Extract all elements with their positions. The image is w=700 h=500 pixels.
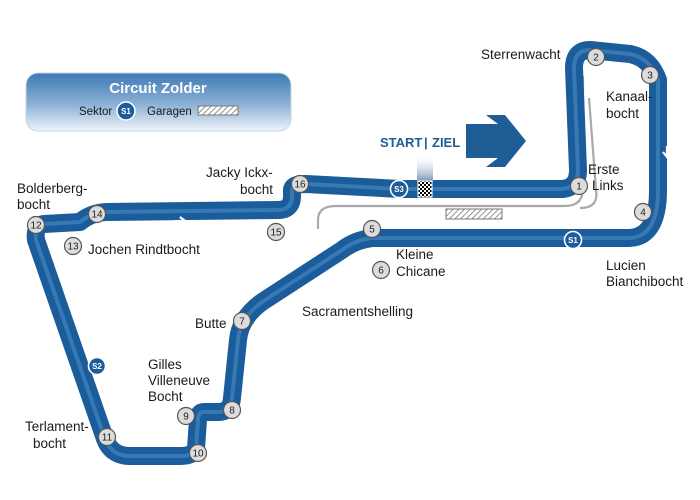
corner-number: 3: [647, 71, 653, 82]
legend-sector-label: Sektor: [79, 106, 112, 118]
corner-number: 4: [640, 208, 646, 219]
label-gilles-1: Gilles: [148, 357, 182, 372]
legend-box: Circuit Zolder Sektor S1 Garagen: [25, 72, 292, 132]
corner-number: 5: [369, 225, 375, 236]
corner-marker-3: 3: [640, 65, 660, 85]
corner-marker-15: 15: [266, 222, 286, 242]
direction-arrow-icon: [310, 285, 322, 294]
sector-badge-s2: S2: [87, 356, 107, 376]
label-bolderberg-2: bocht: [17, 197, 50, 212]
corner-number: 6: [378, 266, 384, 277]
label-jacky-ickx-1: Jacky Ickx-: [206, 165, 273, 180]
corner-number: 11: [102, 433, 113, 444]
svg-text:S1: S1: [121, 107, 131, 116]
label-bolderberg-1: Bolderberg-: [17, 181, 88, 196]
direction-arrow-icon: [662, 146, 672, 159]
corner-number: 10: [192, 449, 204, 460]
corner-marker-16: 16: [290, 174, 310, 194]
label-kanaalbocht-1: Kanaal-: [606, 89, 653, 104]
legend-garages-label: Garagen: [147, 106, 192, 118]
checkered-flag-icon: [417, 180, 433, 198]
corner-number: 9: [183, 412, 189, 423]
corner-marker-2: 2: [586, 47, 606, 67]
corner-number: 13: [67, 242, 79, 253]
corner-marker-4: 4: [633, 202, 653, 222]
corner-marker-13: 13: [63, 236, 83, 256]
corner-number: 16: [294, 180, 306, 191]
start-finish: START | ZIEL: [380, 135, 460, 198]
label-butte: Butte: [195, 316, 227, 331]
direction-arrow-icon: [173, 216, 187, 226]
label-gilles-3: Bocht: [148, 389, 183, 404]
start-line-marker: [417, 156, 433, 182]
label-lucien-2: Bianchibocht: [606, 274, 684, 289]
legend-garages-icon: [197, 105, 239, 116]
corner-marker-8: 8: [222, 400, 242, 420]
start-separator: |: [424, 135, 428, 150]
direction-arrow-icon: [101, 391, 111, 405]
label-erste-links-1: Erste: [588, 162, 620, 177]
corner-marker-7: 7: [232, 311, 252, 331]
label-sacramentshelling: Sacramentshelling: [302, 304, 413, 319]
label-lucien-1: Lucien: [606, 258, 646, 273]
corner-marker-1: 1: [569, 176, 589, 196]
corner-number: 12: [30, 221, 42, 232]
corner-number: 14: [91, 210, 103, 221]
corner-marker-6: 6: [371, 260, 391, 280]
corner-marker-9: 9: [176, 406, 196, 426]
corner-number: 15: [270, 228, 282, 239]
corner-marker-14: 14: [87, 204, 107, 224]
map-title: Circuit Zolder: [109, 80, 207, 97]
label-kanaalbocht-2: bocht: [606, 106, 639, 121]
sector-label: S1: [568, 236, 578, 245]
label-erste-links-2: Links: [592, 178, 624, 193]
sector-badge-s1: S1: [563, 230, 583, 250]
corner-marker-10: 10: [188, 443, 208, 463]
pit-lane-exit: [579, 97, 598, 210]
direction-big-arrow-icon: [466, 115, 526, 167]
finish-label: ZIEL: [432, 135, 460, 150]
corner-marker-11: 11: [97, 427, 117, 447]
label-terlament-1: Terlament-: [25, 419, 89, 434]
label-jochen-rindtbocht: Jochen Rindtbocht: [88, 242, 200, 257]
label-kleine-chicane-2: Chicane: [396, 264, 446, 279]
corner-number: 1: [576, 182, 582, 193]
label-jacky-ickx-2: bocht: [240, 182, 273, 197]
sector-badge-s3: S3: [389, 179, 409, 199]
label-sterrenwacht: Sterrenwacht: [481, 47, 561, 62]
corner-number: 2: [593, 53, 599, 64]
label-gilles-2: Villeneuve: [148, 373, 210, 388]
legend-sector-badge: S1: [116, 101, 136, 121]
start-label: START: [380, 135, 422, 150]
corner-marker-5: 5: [362, 219, 382, 239]
garages: [445, 208, 503, 220]
corner-number: 8: [229, 406, 235, 417]
corner-number: 7: [239, 317, 245, 328]
corner-marker-12: 12: [26, 215, 46, 235]
label-kleine-chicane-1: Kleine: [396, 247, 434, 262]
pit-lane: [316, 76, 585, 229]
label-terlament-2: bocht: [33, 436, 66, 451]
sector-label: S2: [92, 362, 102, 371]
sector-label: S3: [394, 185, 404, 194]
